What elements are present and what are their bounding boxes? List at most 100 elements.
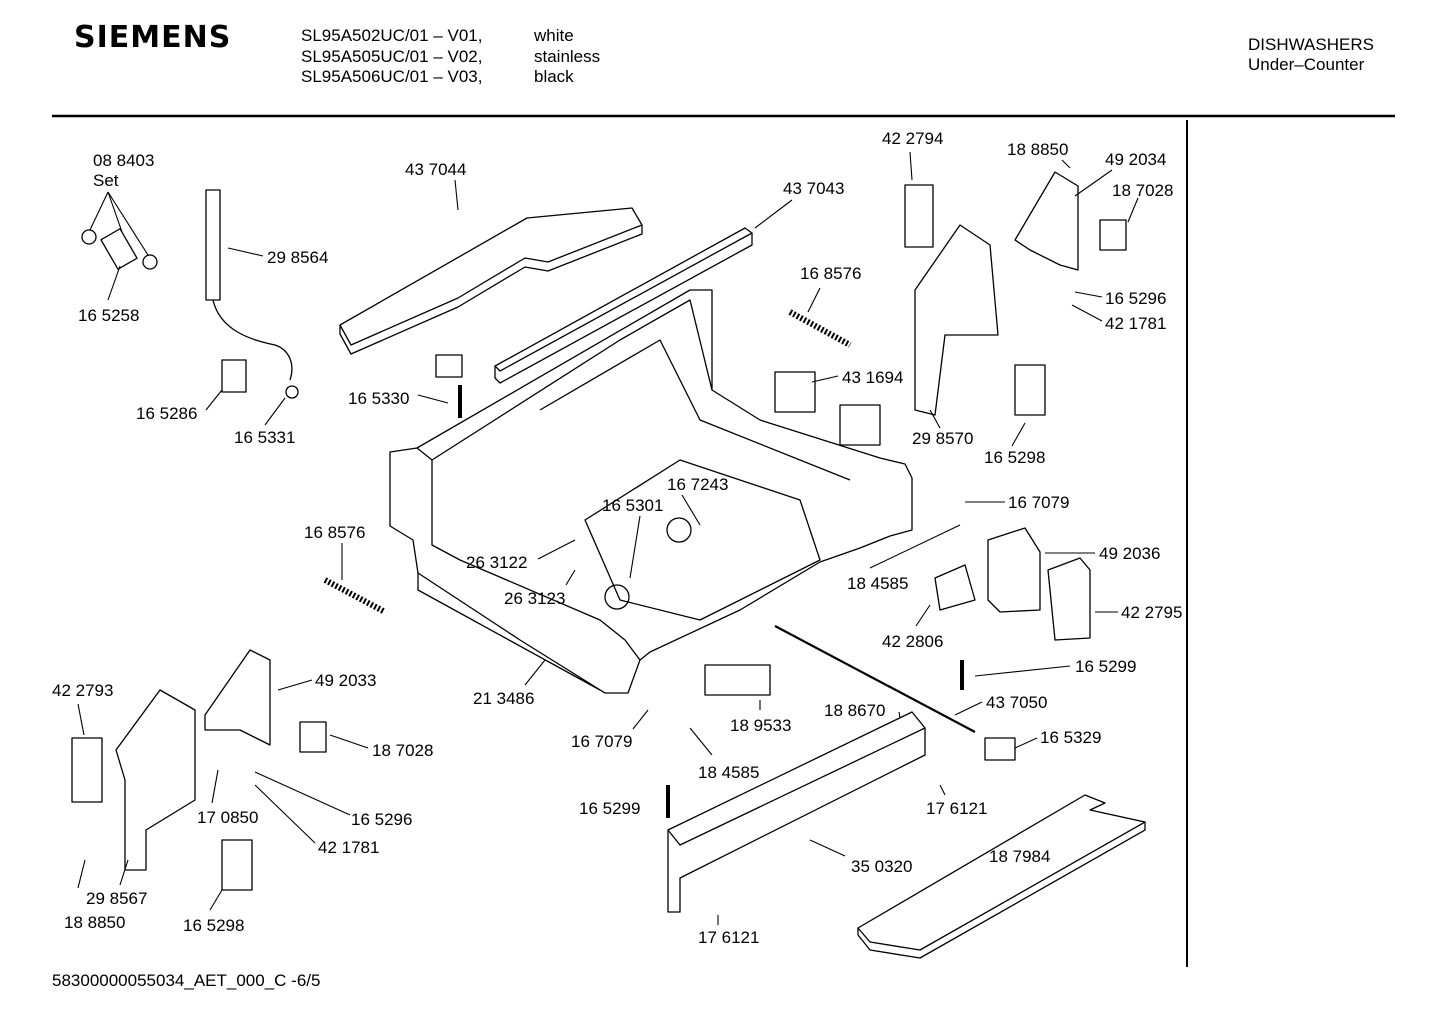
cover-left (71, 737, 103, 803)
part-label: 17 6121 (926, 799, 987, 818)
bracket-right-top (1014, 171, 1079, 271)
part-label: 18 9533 (730, 716, 791, 735)
part-label: 43 7043 (783, 179, 844, 198)
pump-seal (666, 517, 692, 543)
category-title: DISHWASHERS (1248, 35, 1374, 54)
clip (1099, 219, 1127, 251)
part-label: 16 5258 (78, 306, 139, 325)
part-label: 16 5329 (1040, 728, 1101, 747)
part-label: 49 2033 (315, 671, 376, 690)
part-label: 16 8576 (800, 264, 861, 283)
part-label: 29 8567 (86, 889, 147, 908)
cover-right (904, 184, 934, 248)
part-label: 42 2793 (52, 681, 113, 700)
rod (774, 625, 976, 733)
part-label: 16 7079 (1008, 493, 1069, 512)
color-variant: black (534, 67, 574, 86)
float-switch (221, 839, 253, 891)
part-label: 18 7984 (989, 847, 1050, 866)
part-label: 18 8850 (64, 913, 125, 932)
model-number: SL95A506UC/01 – V03, (301, 67, 483, 86)
front-base-plate (667, 711, 926, 913)
spring-lower (323, 577, 387, 615)
hose-clamp (142, 254, 158, 270)
holder (221, 359, 247, 393)
part-label: 29 8570 (912, 429, 973, 448)
part-label: 17 6121 (698, 928, 759, 947)
base-frame-back (431, 299, 713, 461)
part-label: 29 8564 (267, 248, 328, 267)
sump-area (584, 459, 821, 621)
side-cover (1047, 557, 1091, 641)
part-label: 26 3122 (466, 553, 527, 572)
leader-lines (77, 151, 1139, 925)
part-label: 43 7050 (986, 693, 1047, 712)
category-subtitle: Under–Counter (1248, 55, 1365, 74)
part-label: 16 5301 (602, 496, 663, 515)
bracket-left-upper (204, 649, 271, 746)
base-frame (389, 289, 913, 694)
part-label: 16 7243 (667, 475, 728, 494)
base-frame-lower (417, 573, 606, 694)
bottom-plate-edge (857, 822, 1146, 959)
insulation-mat-top-edge (339, 225, 643, 355)
part-label: 21 3486 (473, 689, 534, 708)
part-label: 26 3123 (504, 589, 565, 608)
model-number: SL95A505UC/01 – V02, (301, 46, 483, 66)
terminal-block (839, 404, 881, 446)
insulation-mat-top (339, 207, 643, 346)
part-label: 18 7028 (372, 741, 433, 760)
bottom-plate (857, 794, 1146, 951)
part-label: 16 5299 (579, 799, 640, 818)
part-label: 18 4585 (698, 763, 759, 782)
part-label: 42 2806 (882, 632, 943, 651)
part-label: 42 1781 (318, 838, 379, 857)
part-label: 16 8576 (304, 523, 365, 542)
part-label: 35 0320 (851, 857, 912, 876)
part-label: 43 1694 (842, 368, 903, 387)
model-number: SL95A502UC/01 – V01, (301, 26, 483, 45)
part-label: 16 5298 (984, 448, 1045, 467)
part-label: Set (93, 171, 119, 190)
model-list: SL95A502UC/01 – V01, SL95A505UC/01 – V02… (301, 26, 482, 88)
hose-connector (100, 228, 138, 270)
part-label: 16 5299 (1075, 657, 1136, 676)
part-label: 16 7079 (571, 732, 632, 751)
part-label: 43 7044 (405, 160, 466, 179)
corner-plate (934, 564, 976, 611)
side-plate (987, 527, 1041, 613)
part-label: 16 5298 (183, 916, 244, 935)
color-variant: stainless (534, 46, 601, 66)
terminal-block (774, 371, 816, 413)
color-variant-list: white stainless black (534, 26, 600, 88)
brand-logo: SIEMENS (74, 20, 232, 55)
hose-clamp (81, 229, 97, 245)
part-label: 18 8670 (824, 701, 885, 720)
part-label: 16 5296 (351, 810, 412, 829)
part-label: 49 2034 (1105, 150, 1166, 169)
front-base-plate-fold (667, 727, 926, 846)
base-frame-inner (539, 339, 851, 481)
clip (299, 721, 327, 753)
part-label: 49 2036 (1099, 544, 1160, 563)
part-label: 17 0850 (197, 808, 258, 827)
spring-upper (788, 309, 852, 348)
holder (435, 354, 463, 378)
document-code: 58300000055034_AET_000_C -6/5 (52, 971, 321, 990)
bracket-right-upper (914, 224, 999, 416)
part-callouts: 08 8403 Set 16 5258 29 8564 43 7044 43 7… (52, 129, 1182, 947)
part-label: 16 5330 (348, 389, 409, 408)
part-label: 18 8850 (1007, 140, 1068, 159)
part-label: 42 1781 (1105, 314, 1166, 333)
part-label: 18 4585 (847, 574, 908, 593)
bracket-left-lower (115, 689, 196, 871)
part-label: 42 2794 (882, 129, 943, 148)
inlet-valve (704, 664, 771, 696)
part-label: 42 2795 (1121, 603, 1182, 622)
hose-wire (212, 299, 293, 381)
pump-seal (604, 584, 630, 610)
product-category: DISHWASHERS Under–Counter (1248, 35, 1374, 75)
float-switch (1014, 364, 1046, 416)
color-variant: white (534, 26, 574, 45)
